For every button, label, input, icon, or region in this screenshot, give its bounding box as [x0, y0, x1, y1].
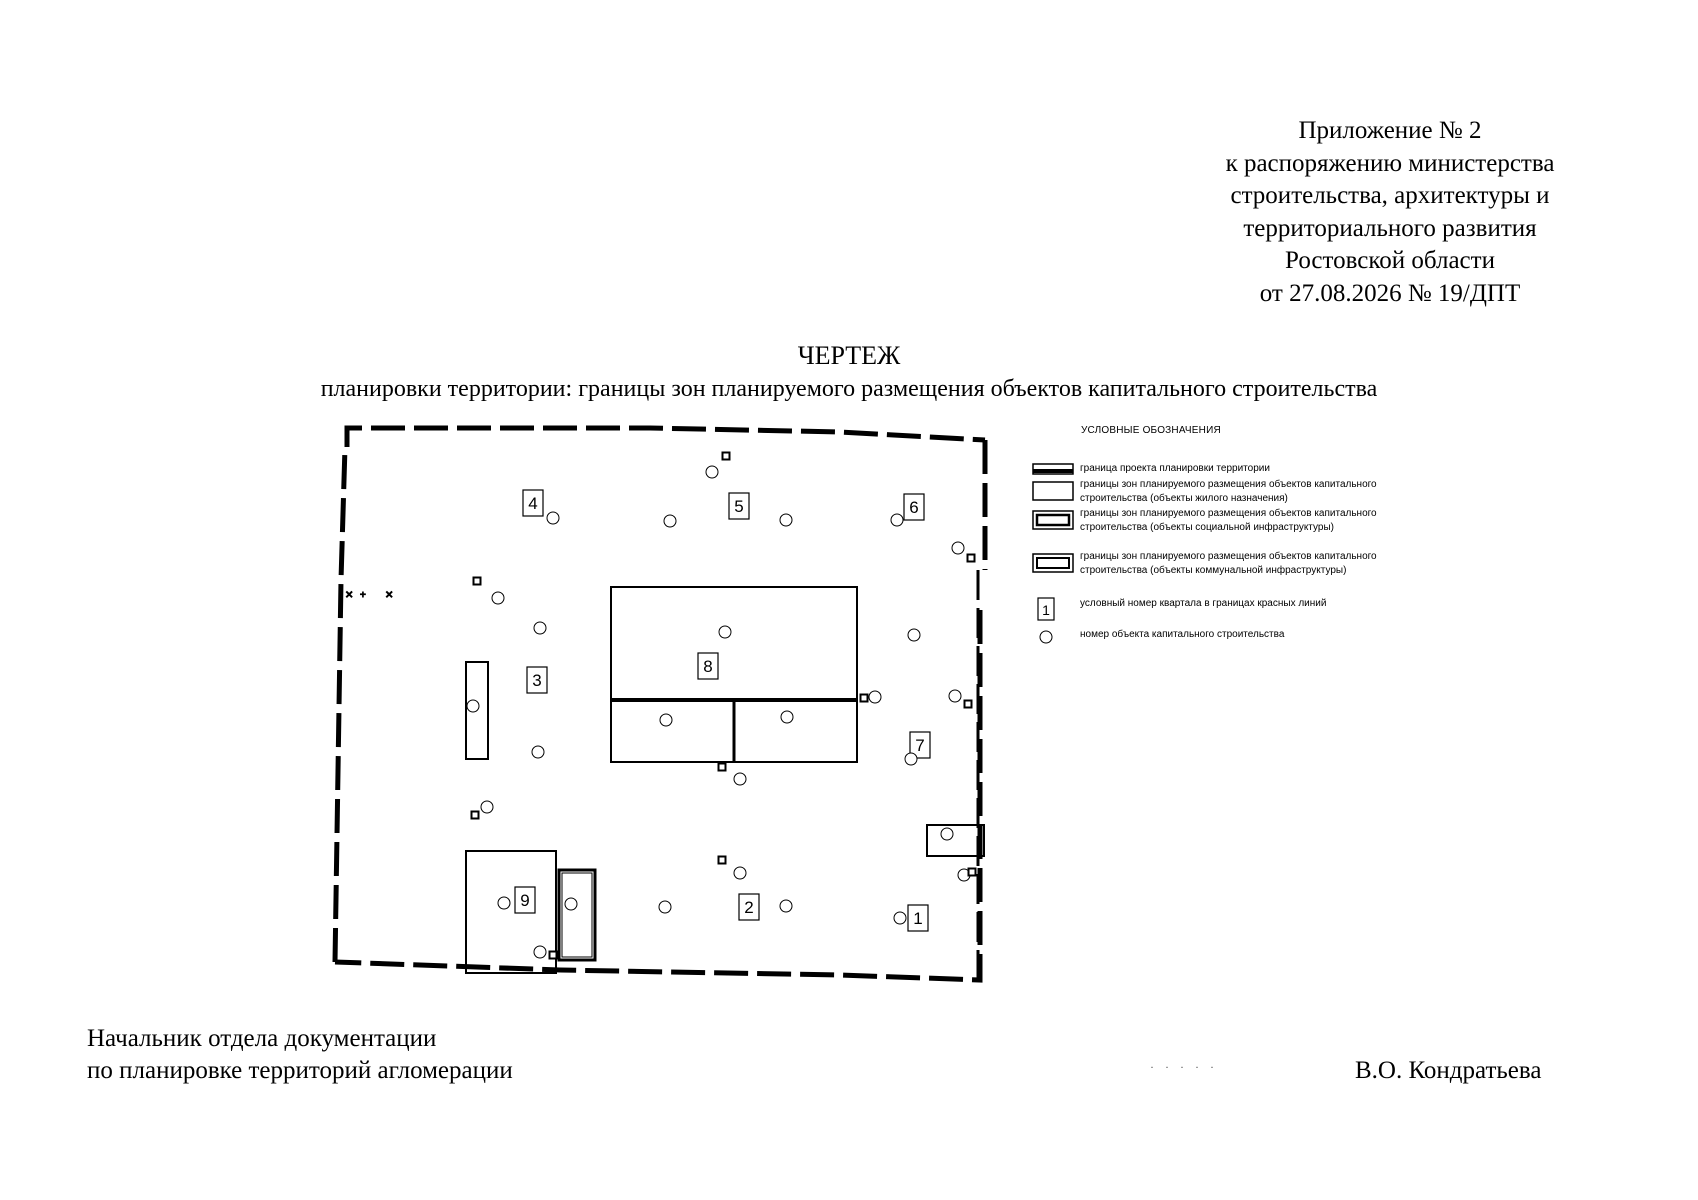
- quarter-box-2: [738, 893, 760, 921]
- legend-text: граница проекта планировки территории: [1080, 463, 1270, 474]
- quarter-box-7: [909, 731, 931, 759]
- object-number-marker: [733, 772, 747, 786]
- quarter-box-1: [907, 904, 929, 932]
- planning-boundary: [332, 425, 988, 983]
- annex-line: территориального развития: [1243, 214, 1537, 242]
- quarter-box-5: [728, 492, 750, 520]
- object-number-marker: [533, 945, 547, 959]
- quarter-box-3: [526, 666, 548, 694]
- object-number-marker: [659, 713, 673, 727]
- object-number-marker: [904, 752, 918, 766]
- quarter-label-1: 1: [913, 909, 922, 928]
- utility-object-marker: [721, 451, 731, 461]
- legend-text: условный номер квартала в границах красн…: [1080, 598, 1327, 609]
- object-number-marker: [733, 866, 747, 880]
- utility-zone-icon: [1032, 553, 1074, 573]
- annex-line: Приложение № 2: [1298, 117, 1482, 144]
- svg-text:+: +: [360, 590, 366, 601]
- object-number-marker: [779, 899, 793, 913]
- utility-object-marker: [717, 855, 727, 865]
- quarter-label-9: 9: [520, 891, 529, 910]
- object-number-marker: [890, 513, 904, 527]
- zone-block-9: [465, 850, 557, 974]
- legend-text: границы зон планируемого размещения объе…: [1080, 508, 1377, 533]
- boundary-line-icon: [1032, 463, 1074, 475]
- object-markers: [466, 465, 971, 959]
- annex-header: Приложение № 2 к распоряжению министерст…: [1160, 115, 1620, 310]
- signer-position-line: Начальник отдела документации: [87, 1025, 437, 1052]
- quarter-label-3: 3: [532, 671, 541, 690]
- object-number-marker: [480, 800, 494, 814]
- object-number-marker: [779, 513, 793, 527]
- object-number-marker: [533, 621, 547, 635]
- quarter-box-8: [697, 652, 719, 680]
- utility-object-marker: [470, 810, 480, 820]
- object-number-marker: [663, 514, 677, 528]
- object-number-marker: [546, 511, 560, 525]
- object-number-marker: [491, 591, 505, 605]
- quarter-box-6: [903, 493, 925, 521]
- quarter-box-9: [514, 886, 536, 914]
- utility-object-marker: [966, 553, 976, 563]
- signer-name: В.О. Кондратьева: [1355, 1057, 1542, 1084]
- object-number-marker: [907, 628, 921, 642]
- quarter-numbers: 1 2 3 4 5 6 7 8 9: [514, 489, 931, 932]
- quarter-number-icon: 1: [1037, 597, 1055, 621]
- drawing-title: ЧЕРТЕЖ: [797, 341, 901, 370]
- quarter-label-8: 8: [703, 657, 712, 676]
- quarter-label-5: 5: [734, 497, 743, 516]
- object-number-marker: [497, 896, 511, 910]
- utility-object-marker: [963, 699, 973, 709]
- signer-position-line: по планировке территорий агломерации: [87, 1057, 513, 1084]
- zone-strip-3: [465, 661, 489, 760]
- social-zone-icon: [1032, 510, 1074, 530]
- object-number-marker: [893, 911, 907, 925]
- svg-text:1: 1: [1042, 602, 1050, 618]
- signer-position: Начальник отдела документации по планиро…: [87, 1023, 513, 1087]
- svg-text:✕: ✕: [385, 590, 393, 601]
- legend-title: УСЛОВНЫЕ ОБОЗНАЧЕНИЯ: [1081, 425, 1221, 436]
- object-number-marker: [951, 541, 965, 555]
- quarter-label-7: 7: [915, 736, 924, 755]
- zone-block-right: [926, 824, 985, 857]
- boundary-markers: ✕ + ✕: [345, 590, 394, 602]
- object-number-marker: [531, 745, 545, 759]
- quarter-label-4: 4: [528, 494, 537, 513]
- quarter-label-2: 2: [744, 898, 753, 917]
- quarter-label-6: 6: [909, 498, 918, 517]
- utility-object-marker: [967, 867, 977, 877]
- object-number-marker: [564, 897, 578, 911]
- signature-mark: · · · · ·: [1150, 1060, 1218, 1074]
- residential-zone-icon: [1032, 481, 1074, 501]
- legend-text: номер объекта капитального строительства: [1080, 629, 1285, 640]
- annex-line: к распоряжению министерства: [1225, 149, 1555, 177]
- annex-line: от 27.08.2026 № 19/ДПТ: [1259, 279, 1521, 307]
- svg-text:✕: ✕: [345, 590, 353, 601]
- object-number-marker: [705, 465, 719, 479]
- utility-object-marker: [472, 576, 482, 586]
- object-number-marker: [780, 710, 794, 724]
- object-number-marker: [466, 699, 480, 713]
- legend-text: границы зон планируемого размещения объе…: [1080, 551, 1377, 576]
- utility-object-marker: [548, 950, 558, 960]
- zone-block-9b: [557, 868, 597, 962]
- utility-markers: [470, 451, 977, 960]
- object-number-marker: [718, 625, 732, 639]
- object-number-marker: [868, 690, 882, 704]
- annex-line: строительства, архитектуры и: [1230, 182, 1550, 209]
- legend-text: границы зон планируемого размещения объе…: [1080, 479, 1377, 504]
- object-number-marker: [940, 827, 954, 841]
- utility-object-marker: [717, 762, 727, 772]
- utility-object-marker: [859, 693, 869, 703]
- object-number-marker: [658, 900, 672, 914]
- annex-line: Ростовской области: [1285, 247, 1495, 274]
- drawing-subtitle: планировки территории: границы зон плани…: [320, 376, 1378, 402]
- quarter-box-4: [522, 489, 544, 517]
- object-number-marker: [948, 689, 962, 703]
- object-number-icon: [1039, 630, 1053, 644]
